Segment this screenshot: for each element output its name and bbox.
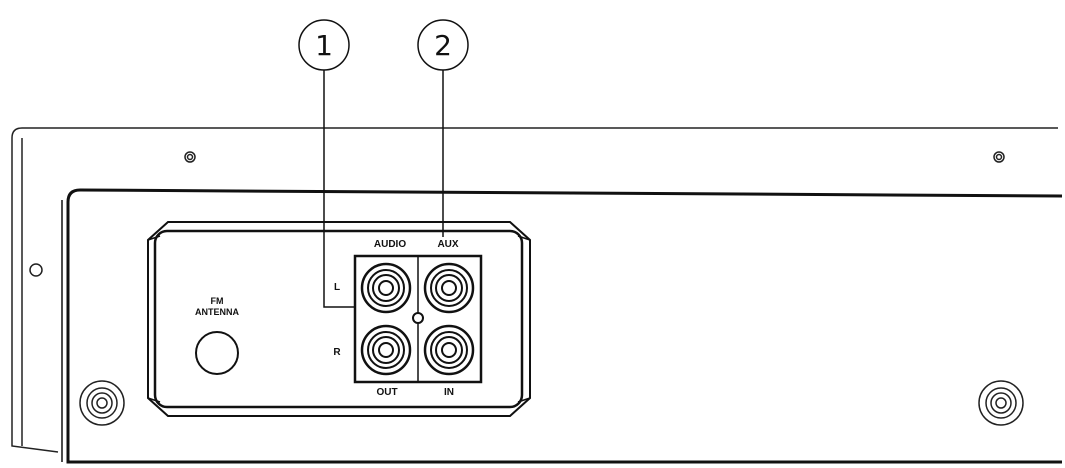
callout-1: 1 bbox=[298, 19, 354, 308]
callout-1-number: 1 bbox=[315, 29, 333, 62]
callout-2-number: 2 bbox=[434, 29, 452, 62]
connector-recess bbox=[147, 221, 531, 417]
out-label: OUT bbox=[376, 387, 397, 398]
jack-out-left[interactable] bbox=[360, 262, 412, 314]
fm-antenna-label-line1: FM bbox=[211, 296, 224, 306]
fm-antenna-label-line2: ANTENNA bbox=[195, 307, 239, 317]
screw-top-left bbox=[184, 151, 196, 163]
screw-side-left bbox=[29, 263, 43, 277]
audio-label: AUDIO bbox=[374, 239, 406, 250]
jack-out-right[interactable] bbox=[360, 324, 412, 376]
left-channel-label: L bbox=[334, 282, 340, 293]
in-label: IN bbox=[444, 387, 454, 398]
chassis-outline bbox=[11, 127, 1058, 453]
jack-in-left[interactable] bbox=[423, 262, 475, 314]
aux-label: AUX bbox=[437, 239, 458, 250]
bottom-screw-right bbox=[978, 380, 1024, 426]
fm-antenna-socket[interactable] bbox=[195, 331, 239, 375]
jack-in-right[interactable] bbox=[423, 324, 475, 376]
ground-post bbox=[412, 312, 424, 324]
bottom-screw-left bbox=[79, 380, 125, 426]
callout-2: 2 bbox=[417, 19, 469, 237]
right-channel-label: R bbox=[333, 347, 341, 358]
inner-rear-plate bbox=[61, 188, 1063, 464]
screw-top-right bbox=[993, 151, 1005, 163]
